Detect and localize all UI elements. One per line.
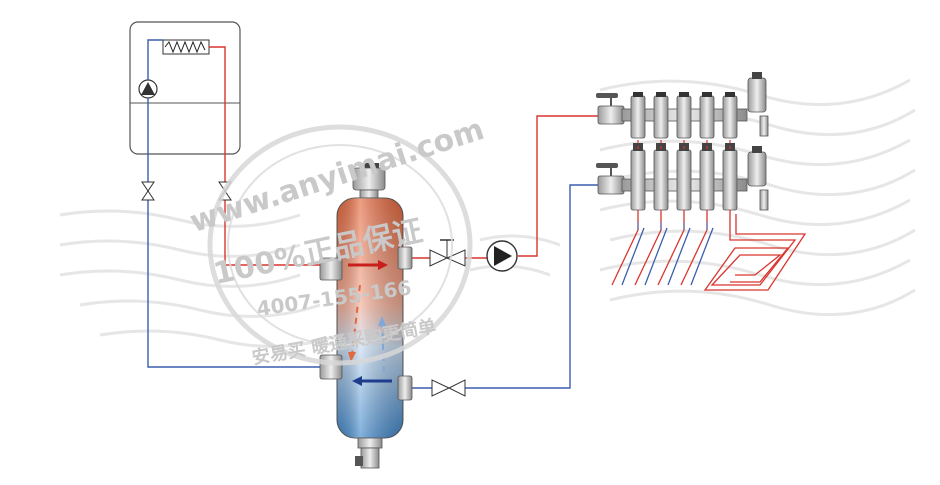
flow-arrow-hot-icon bbox=[348, 260, 388, 270]
watermark-stamp bbox=[207, 124, 473, 366]
separator-return-valve[interactable] bbox=[431, 379, 466, 397]
circulation-pump-icon[interactable] bbox=[486, 240, 518, 272]
manifold-supply-ball-valve[interactable] bbox=[596, 93, 625, 125]
drain-valve[interactable] bbox=[355, 437, 383, 469]
boiler-pump-icon bbox=[138, 79, 158, 99]
floor-heating-loops bbox=[611, 210, 807, 291]
manifold-supply bbox=[596, 72, 769, 139]
heat-exchanger-icon bbox=[162, 39, 210, 55]
flow-arrow-cold-icon bbox=[352, 376, 392, 386]
boiler bbox=[129, 21, 241, 155]
hot-supply-pipes bbox=[209, 46, 600, 266]
manifold-return-ball-valve[interactable] bbox=[596, 163, 625, 195]
manifold-return bbox=[596, 140, 769, 211]
air-vent[interactable] bbox=[352, 163, 386, 199]
boiler-return-valve[interactable] bbox=[141, 181, 155, 201]
separator-supply-valve[interactable] bbox=[429, 239, 466, 267]
hydraulic-separator bbox=[319, 163, 413, 469]
